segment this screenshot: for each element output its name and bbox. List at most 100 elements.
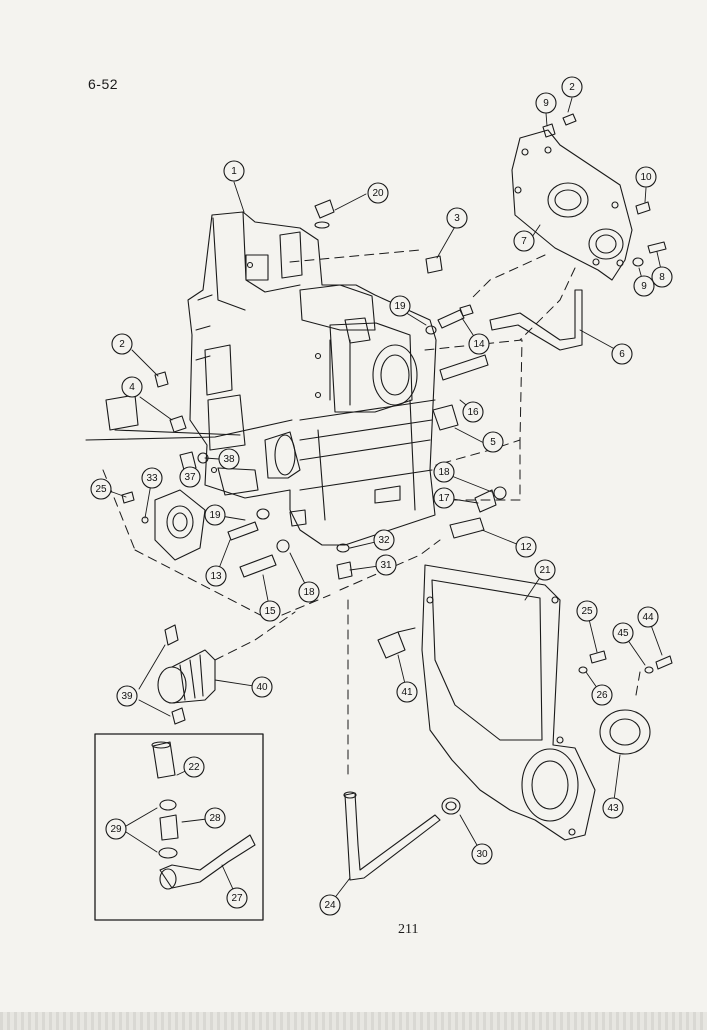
callout-19: 19 (389, 295, 411, 317)
callout-circle (482, 431, 504, 453)
callout-label: 24 (324, 900, 336, 911)
lower-cover-drawing (377, 564, 673, 841)
callout-circle (319, 894, 341, 916)
callout-circle (121, 376, 143, 398)
callout-39: 39 (116, 685, 138, 707)
callout-29: 29 (105, 818, 127, 840)
callout-circle (179, 466, 201, 488)
callout-21: 21 (534, 559, 556, 581)
callout-circle (204, 807, 226, 829)
callout-circle (651, 266, 673, 288)
callout-33: 33 (141, 467, 163, 489)
callout-label: 19 (394, 301, 406, 312)
callout-label: 14 (473, 339, 485, 350)
callout-circle (141, 467, 163, 489)
callout-45: 45 (612, 622, 634, 644)
callout-19: 19 (204, 504, 226, 526)
callout-circle (635, 166, 657, 188)
callout-label: 19 (209, 510, 221, 521)
callout-14: 14 (468, 333, 490, 355)
callout-label: 40 (256, 682, 268, 693)
callout-label: 26 (596, 690, 608, 701)
callout-label: 21 (539, 565, 551, 576)
callout-16: 16 (462, 401, 484, 423)
callout-label: 25 (581, 606, 593, 617)
callout-15: 15 (259, 600, 281, 622)
callout-label: 13 (210, 571, 222, 582)
callout-label: 38 (223, 454, 235, 465)
callout-label: 18 (438, 467, 450, 478)
callout-label: 3 (454, 213, 460, 224)
callout-label: 18 (303, 587, 315, 598)
callout-9: 9 (633, 275, 655, 297)
callout-label: 1 (231, 166, 237, 177)
callout-label: 12 (520, 542, 532, 553)
callout-8: 8 (651, 266, 673, 288)
callout-13: 13 (205, 565, 227, 587)
callout-17: 17 (433, 487, 455, 509)
callout-44: 44 (637, 606, 659, 628)
callout-28: 28 (204, 807, 226, 829)
callout-label: 20 (372, 188, 384, 199)
callout-3: 3 (446, 207, 468, 229)
callout-circle (446, 207, 468, 229)
callout-circle (611, 343, 633, 365)
callout-10: 10 (635, 166, 657, 188)
callout-circle (637, 606, 659, 628)
cap-and-clips-drawing (157, 624, 216, 725)
callout-circle (535, 92, 557, 114)
callout-circle (204, 504, 226, 526)
callout-circle (633, 275, 655, 297)
callout-circle (223, 160, 245, 182)
callout-circle (116, 685, 138, 707)
callout-circle (612, 622, 634, 644)
callout-label: 16 (467, 407, 479, 418)
callout-label: 22 (188, 762, 200, 773)
assembly-guide-lines (102, 249, 641, 781)
callout-41: 41 (396, 681, 418, 703)
callout-2: 2 (111, 333, 133, 355)
callout-label: 2 (119, 339, 125, 350)
callout-label: 17 (438, 493, 450, 504)
callout-circle (396, 681, 418, 703)
callout-40: 40 (251, 676, 273, 698)
callout-18: 18 (298, 581, 320, 603)
callout-circle (226, 887, 248, 909)
callout-circle (591, 684, 613, 706)
callout-label: 25 (95, 484, 107, 495)
callout-circle (218, 448, 240, 470)
page-number: 211 (398, 922, 419, 937)
callout-6: 6 (611, 343, 633, 365)
callout-circle (205, 565, 227, 587)
callout-circle (298, 581, 320, 603)
callout-30: 30 (471, 843, 493, 865)
callout-5: 5 (482, 431, 504, 453)
callout-20: 20 (367, 182, 389, 204)
callout-numbers: 1203297108919146241651817383733251913323… (90, 76, 673, 916)
callout-label: 39 (121, 691, 133, 702)
callout-circle (367, 182, 389, 204)
callout-circle (513, 230, 535, 252)
callout-circle (576, 600, 598, 622)
callout-24: 24 (319, 894, 341, 916)
callout-37: 37 (179, 466, 201, 488)
callout-circle (389, 295, 411, 317)
callout-4: 4 (121, 376, 143, 398)
callout-1: 1 (223, 160, 245, 182)
callout-label: 45 (617, 628, 629, 639)
callout-circle (259, 600, 281, 622)
callout-label: 33 (146, 473, 158, 484)
callout-circle (105, 818, 127, 840)
callout-12: 12 (515, 536, 537, 558)
callout-label: 15 (264, 606, 276, 617)
callout-27: 27 (226, 887, 248, 909)
callout-label: 7 (521, 236, 527, 247)
callout-circle (534, 559, 556, 581)
callout-25: 25 (576, 600, 598, 622)
main-housing-drawing (187, 211, 437, 546)
callout-label: 43 (607, 803, 619, 814)
callout-circle (433, 461, 455, 483)
callout-circle (90, 478, 112, 500)
callout-label: 44 (642, 612, 654, 623)
callout-label: 4 (129, 382, 135, 393)
